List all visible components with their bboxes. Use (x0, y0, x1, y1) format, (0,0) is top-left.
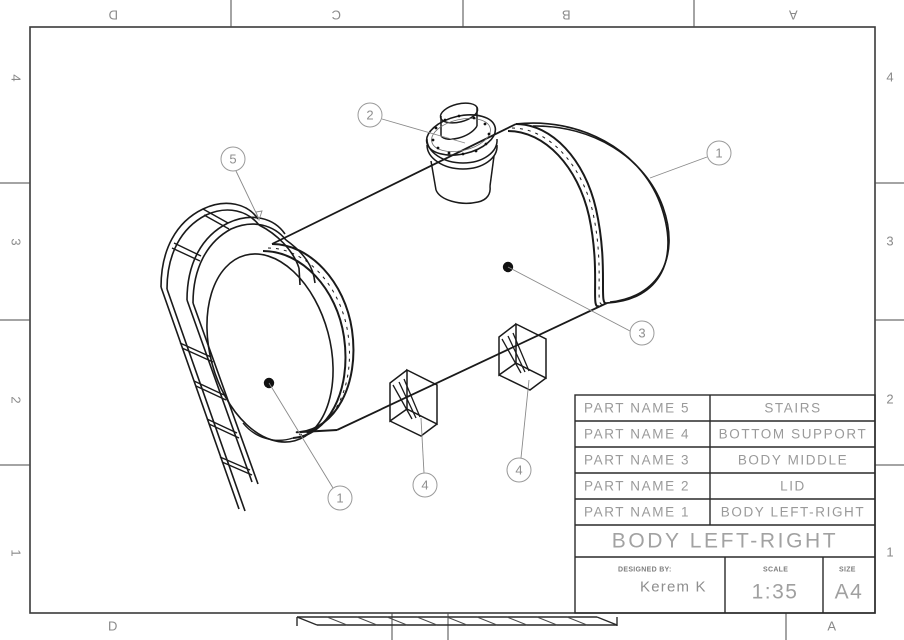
leader-4-right (520, 379, 530, 459)
access-ladder (160, 202, 316, 512)
leader-5-arrow (255, 210, 263, 222)
size-value: A4 (835, 581, 864, 604)
part-row-label-3: PART NAME 3 (584, 453, 690, 468)
leader-1-left (268, 382, 334, 489)
tank-body-middle (271, 123, 608, 431)
part-row-label-1: PART NAME 1 (584, 505, 690, 520)
balloon-1-left-label: 1 (336, 491, 343, 506)
balloon-4-left[interactable]: 4 (412, 472, 438, 498)
balloon-4-left-label: 4 (421, 478, 428, 493)
zone-label-left-3: 3 (9, 238, 24, 245)
saddle-support-left (389, 368, 438, 437)
zone-label-bottom-d: D (108, 618, 118, 633)
scale-value: 1:35 (752, 581, 799, 604)
zone-label-top-b: B (561, 8, 570, 23)
zone-label-top-d: D (108, 8, 118, 23)
zone-markers-left: 4 3 2 1 (0, 74, 30, 557)
size-label: SIZE (839, 567, 856, 574)
leader-lines (235, 118, 708, 489)
zone-label-right-3: 3 (886, 233, 893, 248)
designed-by-value: Kerem K (640, 579, 707, 596)
part-row-value-3: BODY MIDDLE (738, 453, 848, 468)
title-block-main-title: BODY LEFT-RIGHT (612, 530, 838, 553)
leader-5 (235, 170, 260, 220)
zone-label-left-1: 1 (9, 549, 24, 556)
part-row-value-5: STAIRS (764, 401, 821, 416)
leader-2 (381, 118, 466, 144)
zone-label-left-4: 4 (9, 74, 24, 81)
part-row-value-4: BOTTOM SUPPORT (719, 427, 868, 442)
designed-by-label: DESIGNED BY: (618, 567, 672, 574)
zone-markers-top: D C B A (108, 0, 798, 27)
balloon-1-left[interactable]: 1 (327, 485, 353, 511)
balloon-5[interactable]: 5 (220, 146, 246, 172)
zone-label-right-2: 2 (886, 391, 893, 406)
scale-label: SCALE (763, 567, 788, 574)
balloon-1-right-label: 1 (715, 146, 722, 161)
saddle-support-right (498, 322, 547, 391)
tank-assembly (160, 102, 670, 512)
part-row-value-2: LID (780, 479, 806, 494)
balloon-3[interactable]: 3 (629, 320, 655, 346)
zone-label-right-1: 1 (886, 544, 893, 559)
title-block: PART NAME 5 PART NAME 4 PART NAME 3 PART… (574, 394, 876, 614)
balloon-2-label: 2 (366, 108, 373, 123)
balloon-callouts: 2 5 1 3 4 4 1 (220, 102, 732, 511)
dished-end-right (507, 122, 670, 308)
part-row-label-2: PART NAME 2 (584, 479, 690, 494)
dished-end-left (206, 243, 355, 443)
manway-lid (425, 102, 498, 204)
balloon-3-label: 3 (638, 326, 645, 341)
balloon-1-right[interactable]: 1 (706, 140, 732, 166)
zone-label-bottom-a: A (827, 618, 836, 633)
graphic-scale-bar (296, 616, 618, 626)
leader-4-left (420, 417, 425, 474)
balloon-4-right-label: 4 (515, 463, 522, 478)
leader-1-right (649, 156, 708, 179)
balloon-2[interactable]: 2 (357, 102, 383, 128)
zone-label-left-2: 2 (9, 396, 24, 403)
part-row-label-5: PART NAME 5 (584, 401, 690, 416)
part-row-value-1: BODY LEFT-RIGHT (721, 505, 866, 520)
balloon-4-right[interactable]: 4 (506, 457, 532, 483)
zone-label-top-c: C (331, 8, 341, 23)
balloon-5-label: 5 (229, 152, 236, 167)
leader-3 (507, 266, 631, 332)
zone-label-top-a: A (788, 8, 797, 23)
zone-markers-right: 4 3 2 1 (875, 69, 904, 559)
zone-label-right-4: 4 (886, 69, 893, 84)
part-row-label-4: PART NAME 4 (584, 427, 690, 442)
